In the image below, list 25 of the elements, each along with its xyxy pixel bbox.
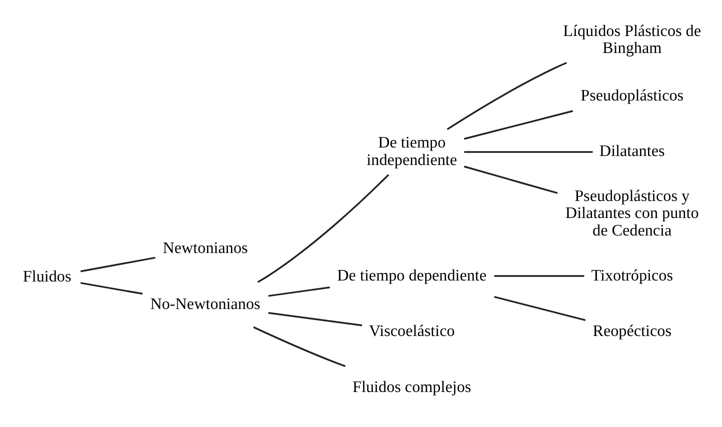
node-text: De tiempo independiente [366, 134, 458, 168]
connector [446, 61, 567, 130]
connector [253, 326, 346, 367]
connector [464, 110, 574, 140]
connector [268, 286, 330, 296]
node-text: Newtonianos [162, 239, 248, 256]
node-text: Pseudoplásticos y Dilatantes con punto de Cedencia [565, 187, 699, 240]
node-text: Líquidos Plásticos de Bingham [563, 22, 702, 57]
connector [464, 150, 593, 152]
node-text: Fluidos complejos [352, 378, 472, 396]
connector [80, 282, 143, 294]
node-text: Fluidos [22, 268, 72, 285]
connector [268, 311, 362, 326]
node-text: Dilatantes [599, 142, 665, 160]
connector [80, 256, 156, 272]
node-text: De tiempo dependiente [337, 266, 487, 284]
connector [494, 296, 586, 321]
node-text: Viscoelástico [368, 322, 455, 340]
node-text: Tixotrópicos [591, 266, 673, 284]
node-text: Pseudoplásticos [580, 86, 684, 104]
connector [464, 165, 558, 194]
node-text: No-Newtonianos [150, 295, 260, 312]
connector [494, 274, 584, 276]
connector [257, 174, 390, 282]
node-text: Reopécticos [592, 322, 672, 340]
